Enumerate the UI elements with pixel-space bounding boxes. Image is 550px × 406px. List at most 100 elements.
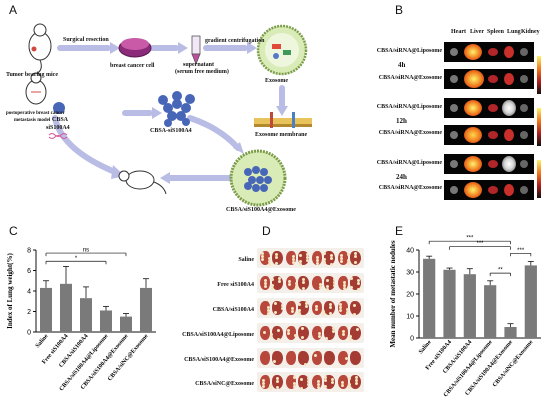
exosome-membrane-icon bbox=[254, 112, 312, 128]
significance-label: * bbox=[75, 256, 78, 262]
bar bbox=[120, 316, 132, 332]
tissue-label-spleen: Spleen bbox=[487, 29, 505, 35]
row-label-liposome-24h: CBSA/siRNA@Liposome bbox=[376, 160, 442, 166]
tissue-label-lung: Lung bbox=[507, 29, 521, 35]
color-scale-bar bbox=[537, 108, 541, 146]
tissue-label-kidney: Kidney bbox=[521, 29, 540, 35]
final-exosome-icon bbox=[229, 149, 287, 207]
group-label-cbsa-sis100a4-liposome: CBSA/siS100A4@Liposome bbox=[182, 332, 254, 338]
color-scale-bar bbox=[537, 56, 541, 94]
row-label-exosome-12h: CBSA/siRNA@Exosome bbox=[378, 130, 442, 136]
significance-label: ** bbox=[498, 268, 503, 274]
lung-photo bbox=[283, 273, 312, 293]
panel-a-schematic bbox=[25, 23, 312, 207]
significance-label: *** bbox=[517, 248, 525, 254]
y-axis-label: Mean number of metastatic nodules bbox=[389, 240, 397, 347]
lung-photo bbox=[283, 248, 312, 268]
cbsa-sis100a4-cluster-icon bbox=[158, 91, 195, 127]
group-label-cbsa-sinc-exosome: CBSA/siNC@Exosome bbox=[195, 381, 254, 387]
row-label-liposome-12h: CBSA/siRNA@Liposome bbox=[376, 104, 442, 110]
fluorescence-image bbox=[444, 180, 534, 200]
lung-photo bbox=[335, 248, 364, 268]
lung-photo bbox=[257, 248, 286, 268]
tube-icon bbox=[191, 35, 201, 66]
lung-photo bbox=[309, 348, 338, 368]
y-tick-label: 10 bbox=[406, 314, 414, 321]
fluorescence-image bbox=[444, 125, 534, 145]
row-label-liposome-4h: CBSA/siRNA@Liposome bbox=[376, 48, 442, 54]
label-sis100a4: siS100A4 bbox=[46, 125, 70, 131]
lung-photo bbox=[309, 298, 338, 318]
y-tick-label: 30 bbox=[406, 270, 414, 277]
group-label-cbsa-sis100a4-exosome: CBSA/siS100A4@Exosome bbox=[184, 357, 254, 363]
time-label-12h: 12h bbox=[396, 117, 407, 125]
lung-photo bbox=[335, 372, 364, 392]
label-postoperative-model-2: metastasis model bbox=[14, 118, 51, 123]
lung-photo bbox=[283, 372, 312, 392]
label-supernatant: supernatant bbox=[183, 62, 215, 68]
bar bbox=[140, 287, 152, 332]
lung-photo bbox=[257, 348, 286, 368]
lung-photo bbox=[257, 323, 286, 343]
label-breast-cancer-cell: breast cancer cell bbox=[110, 63, 155, 69]
mouse-icon bbox=[28, 23, 52, 75]
lung-photo bbox=[257, 273, 286, 293]
label-cbsa-sis100a4: CBSA-siS100A4 bbox=[150, 128, 192, 134]
label-exosome-membrane: Exosome membrane bbox=[255, 132, 308, 138]
label-postoperative-model-1: postoperative breast cancer bbox=[6, 111, 65, 116]
bar bbox=[423, 258, 436, 338]
lung-photo bbox=[335, 298, 364, 318]
bar bbox=[504, 327, 517, 338]
group-label-saline: Saline bbox=[238, 257, 254, 263]
bar bbox=[80, 298, 92, 332]
bar bbox=[524, 265, 537, 338]
exosome-icon bbox=[256, 24, 308, 76]
panel-letter-d: D bbox=[262, 224, 271, 238]
group-label-free-sis100a4: Free siS100A4 bbox=[217, 282, 254, 288]
y-tick-label: 0 bbox=[410, 336, 414, 343]
time-label-4h: 4h bbox=[398, 61, 406, 69]
lung-photo bbox=[309, 372, 338, 392]
petri-dish-icon bbox=[118, 38, 152, 58]
lung-photo bbox=[257, 298, 286, 318]
label-cbsa: CBSA bbox=[52, 117, 69, 123]
lung-photo bbox=[335, 273, 364, 293]
postoperative-mouse-icon bbox=[25, 72, 47, 105]
lung-photo bbox=[309, 248, 338, 268]
bar bbox=[443, 269, 456, 338]
bar bbox=[40, 287, 52, 332]
y-tick-label: 8 bbox=[27, 248, 31, 255]
fluorescence-image bbox=[444, 42, 534, 62]
fluorescence-image bbox=[444, 154, 534, 174]
bar bbox=[463, 274, 476, 338]
lung-photo bbox=[335, 323, 364, 343]
row-label-exosome-4h: CBSA/siRNA@Exosome bbox=[378, 75, 442, 81]
label-tumor-bearing-mice: Tumor bearing mice bbox=[6, 72, 58, 78]
significance-label: *** bbox=[466, 236, 474, 242]
lung-photo bbox=[309, 323, 338, 343]
y-tick-label: 4 bbox=[27, 289, 31, 296]
bar bbox=[60, 283, 72, 332]
sirna-icon bbox=[48, 133, 68, 139]
lung-photo bbox=[283, 348, 312, 368]
x-tick-label: Saline bbox=[35, 333, 50, 349]
lung-photo bbox=[283, 323, 312, 343]
panel-letter-b: B bbox=[395, 3, 404, 17]
x-tick-label: CBSA/siNC@Exosome bbox=[107, 333, 150, 382]
lung-photo bbox=[257, 372, 286, 392]
x-tick-label: Saline bbox=[418, 339, 433, 355]
row-label-exosome-24h: CBSA/siRNA@Exosome bbox=[378, 185, 442, 191]
label-exosome: Exosome bbox=[265, 78, 288, 84]
color-scale-bar bbox=[537, 160, 541, 198]
panel-letter-a: A bbox=[9, 3, 18, 17]
label-final-product: CBSA/siS100A4@Exosome bbox=[226, 207, 296, 213]
bar bbox=[100, 310, 112, 332]
significance-label: *** bbox=[476, 241, 484, 247]
group-label-cbsa-sis100a4: CBSA/siS100A4 bbox=[212, 307, 254, 313]
bar bbox=[484, 285, 497, 338]
tissue-label-liver: Liver bbox=[470, 29, 484, 35]
y-axis-label: Index of Lung weight(%) bbox=[6, 253, 14, 329]
y-tick-label: 40 bbox=[406, 248, 414, 255]
